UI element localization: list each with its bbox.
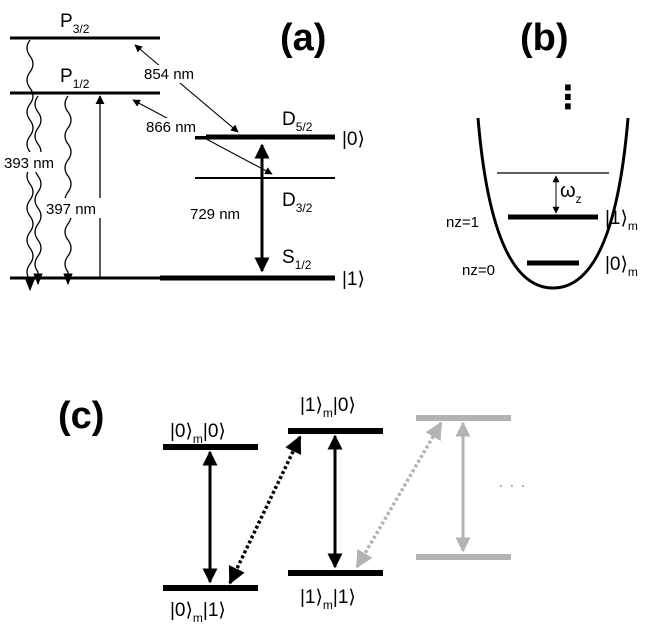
label-866-bg [144,118,206,136]
ket-s12: |1⟩ [342,269,365,290]
omega-z-label: ωz [560,180,582,206]
level-s12-label: S1/2 [282,247,312,272]
state-c-top-left-label: |0⟩m|0⟩ [170,421,226,446]
label-854-bg [142,65,204,83]
label-393-bg [2,152,64,172]
level-d32-label: D3/2 [282,190,313,215]
motional-ket-0: |0⟩m [605,254,638,279]
label-397-bg [44,198,108,218]
harmonic-potential-well [476,117,630,290]
panel-c-label: (c) [58,395,104,437]
motional-ket-1: |1⟩m [605,208,638,233]
state-c-bottom-left-label: |0⟩m|1⟩ [170,600,226,625]
decay-393-second-arrow [33,95,43,286]
nz1-label: nz=1 [446,214,479,231]
level-p12-label: P1/2 [60,66,90,91]
label-393: 393 nm [4,155,54,172]
sideband-arrow-dotted-faded [355,421,443,569]
label-729: 729 nm [190,206,240,223]
repump-866-arrow [132,99,273,175]
level-d52-label: D5/2 [282,109,313,134]
nz0-label: nz=0 [462,262,495,279]
label-854: 854 nm [144,66,194,83]
label-866: 866 nm [146,119,196,136]
label-397: 397 nm [46,201,96,218]
level-p32-label: P3/2 [60,11,90,36]
decay-397-arrow [63,95,73,286]
continuation-dots: ⋮ [552,79,584,115]
panel-a-label: (a) [280,17,326,59]
state-c-top-mid-label: |1⟩m|0⟩ [300,395,356,420]
continuation-ellipsis-faded: . . . [498,470,526,492]
ket-d52: |0⟩ [342,129,365,150]
sideband-arrow-dotted [228,435,302,585]
panel-b-label: (b) [520,17,569,59]
state-c-bottom-mid-label: |1⟩m|1⟩ [300,587,356,612]
